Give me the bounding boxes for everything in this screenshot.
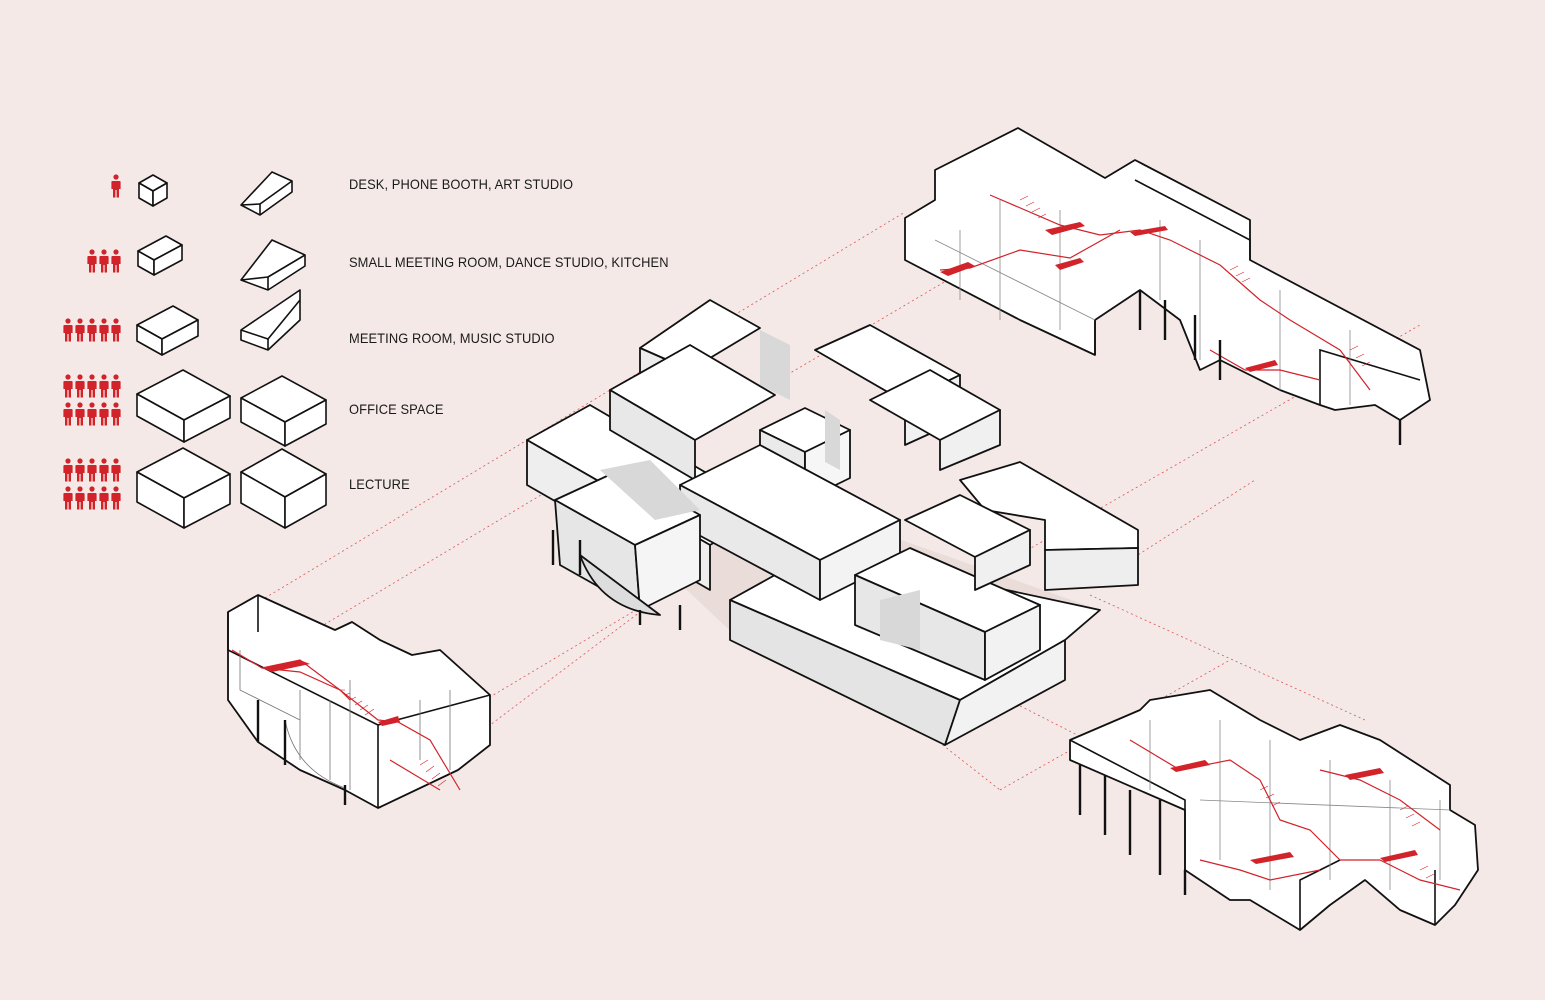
box-5person-icon	[136, 305, 199, 356]
wedge-small-icon	[240, 171, 293, 216]
floor-plan-bottom-right	[1069, 689, 1479, 931]
box-office-alt-icon	[240, 375, 327, 447]
central-building	[526, 299, 1139, 746]
person-icon-row4	[63, 374, 121, 426]
legend-people	[63, 174, 121, 510]
cube-small-icon	[138, 174, 168, 207]
person-icon-row2	[87, 249, 121, 273]
legend-volumes	[136, 174, 231, 529]
wedge-3person-icon	[240, 239, 306, 291]
legend-label-desk: DESK, PHONE BOOTH, ART STUDIO	[349, 176, 574, 192]
legend-label-small-meeting: SMALL MEETING ROOM, DANCE STUDIO, KITCHE…	[349, 254, 669, 270]
wedge-5person-icon	[240, 289, 301, 351]
box-lecture-icon	[136, 447, 231, 529]
box-lecture-alt-icon	[240, 448, 327, 529]
legend-wedges	[240, 171, 327, 529]
floor-plan-top-right	[904, 127, 1431, 445]
person-icon-row3	[63, 318, 121, 342]
person-icon-row5	[63, 458, 121, 510]
floor-plan-left	[227, 594, 491, 809]
person-icon-row1	[111, 174, 121, 198]
legend-label-meeting-room: MEETING ROOM, MUSIC STUDIO	[349, 330, 555, 346]
legend-label-office-space: OFFICE SPACE	[349, 401, 444, 417]
box-3person-icon	[137, 235, 183, 276]
box-office-icon	[136, 369, 231, 443]
legend-label-lecture: LECTURE	[349, 476, 410, 492]
